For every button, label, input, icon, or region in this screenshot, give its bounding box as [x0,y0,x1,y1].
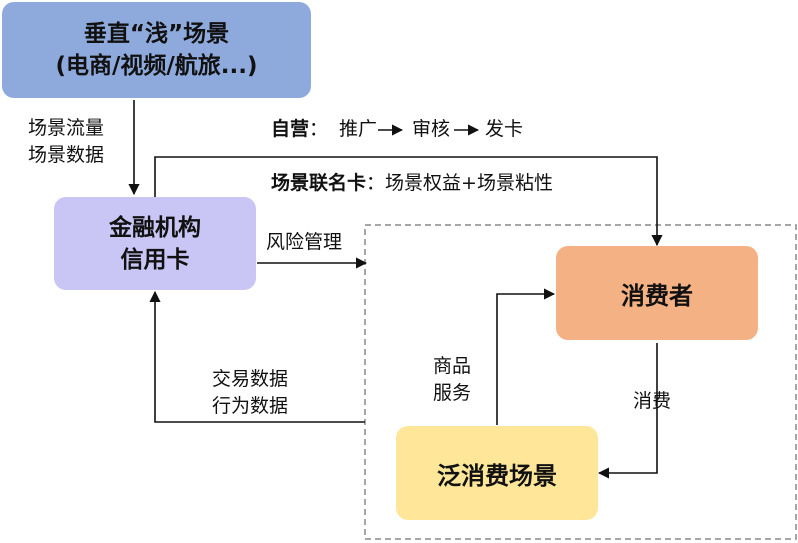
arrow-finance-to-consumer [154,156,663,247]
financial-institution-node: 金融机构 信用卡 [54,197,256,290]
consumer-label: 消费者 [621,281,693,310]
pan-consumption-scene-label: 泛消费场景 [437,461,557,490]
goods-services-label: 商品 服务 [433,353,471,407]
self-operated-colon: ： [309,118,329,140]
cobrand-card-label: 场景联名卡：场景权益+场景粘性 [271,170,553,197]
risk-management-label: 风险管理 [266,231,343,253]
trade-data-line2: 行为数据 [212,395,289,417]
services-line: 服务 [433,382,472,404]
cobrand-card-prefix: 场景联名卡 [271,172,367,194]
arrow-data-to-finance [149,290,365,423]
cobrand-card-colon: ： [366,172,386,194]
cobrand-card-text: 场景权益+场景粘性 [385,172,553,194]
vertical-scene-node: 垂直“浅”场景 (电商/视频/航旅...) [2,2,311,98]
pan-consumption-scene-node: 泛消费场景 [396,426,598,520]
scene-flow-line2: 场景数据 [28,144,105,166]
consume-label: 消费 [633,390,672,412]
arrow-goods-to-consumer [496,288,556,425]
financial-institution-subtitle: 信用卡 [120,246,190,273]
scene-flow-label: 场景流量 场景数据 [28,115,104,169]
self-operated-label: 自营： [271,116,328,143]
trade-data-line1: 交易数据 [212,368,289,390]
vertical-scene-subtitle: (电商/视频/航旅...) [55,53,258,79]
arrow-consume-to-scene [597,343,658,479]
self-step-review: 审核 [412,118,451,140]
self-step-issue: 发卡 [485,118,524,140]
consumer-node: 消费者 [556,246,758,340]
scene-flow-line1: 场景流量 [28,117,105,139]
consumption-ecosystem-boundary [364,224,797,540]
self-operated-prefix: 自营 [271,118,310,140]
trade-data-label: 交易数据 行为数据 [212,366,288,420]
goods-line: 商品 [433,355,472,377]
financial-institution-title: 金融机构 [109,214,201,241]
vertical-scene-title: 垂直“浅”场景 [83,21,230,47]
self-step-promote: 推广 [339,118,378,140]
